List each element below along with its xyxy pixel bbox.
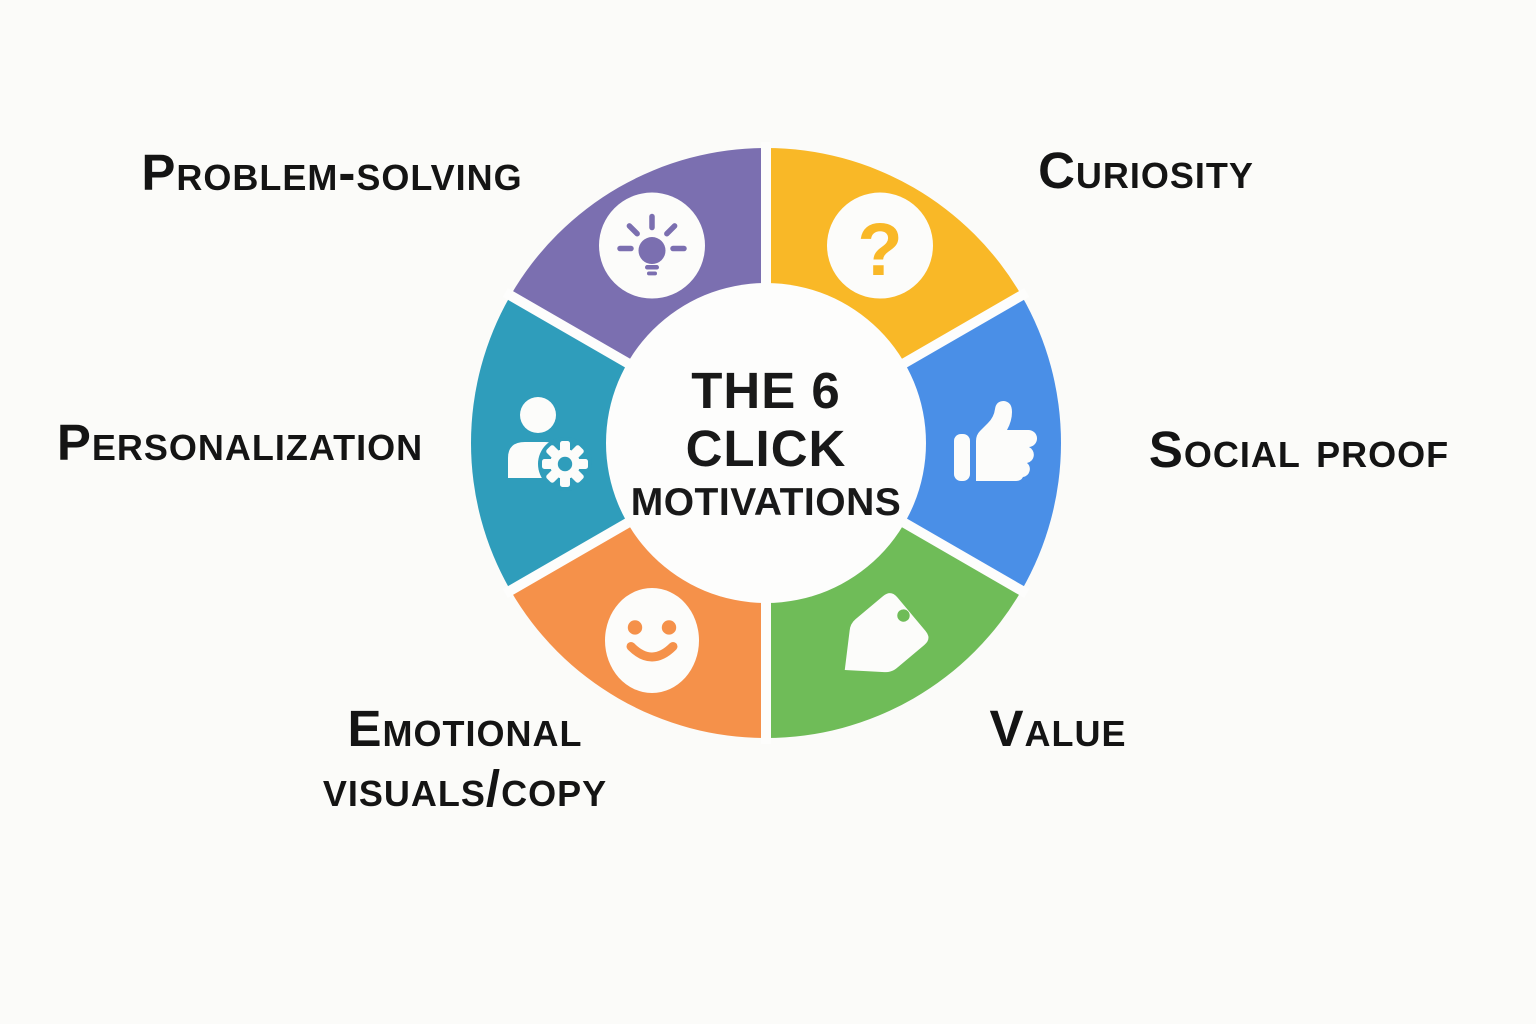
thumbs-up-icon [954, 401, 1038, 481]
center-title-line2: CLICK [685, 420, 847, 477]
smiley-face-icon [605, 587, 699, 693]
center-title-line3: MOTIVATIONS [630, 481, 902, 524]
label-personalization: Personalization [56, 414, 424, 471]
label-curiosity: Curiosity [1038, 142, 1254, 199]
price-tag-icon [844, 593, 929, 673]
person-gear-icon [508, 397, 592, 491]
question-mark-icon: ? [827, 192, 933, 299]
label-value: Value [989, 700, 1127, 757]
center-title: THE 6 CLICK MOTIVATIONS [566, 362, 966, 527]
label-emotional-visuals-copy: Emotional visuals/copy [322, 700, 608, 817]
label-social-proof: Social proof [1148, 421, 1450, 478]
label-problem-solving: Problem-solving [141, 144, 523, 201]
svg-text:?: ? [857, 208, 902, 291]
lightbulb-icon [599, 192, 705, 299]
center-title-line1: THE 6 [691, 362, 841, 419]
center-circle [606, 283, 926, 603]
